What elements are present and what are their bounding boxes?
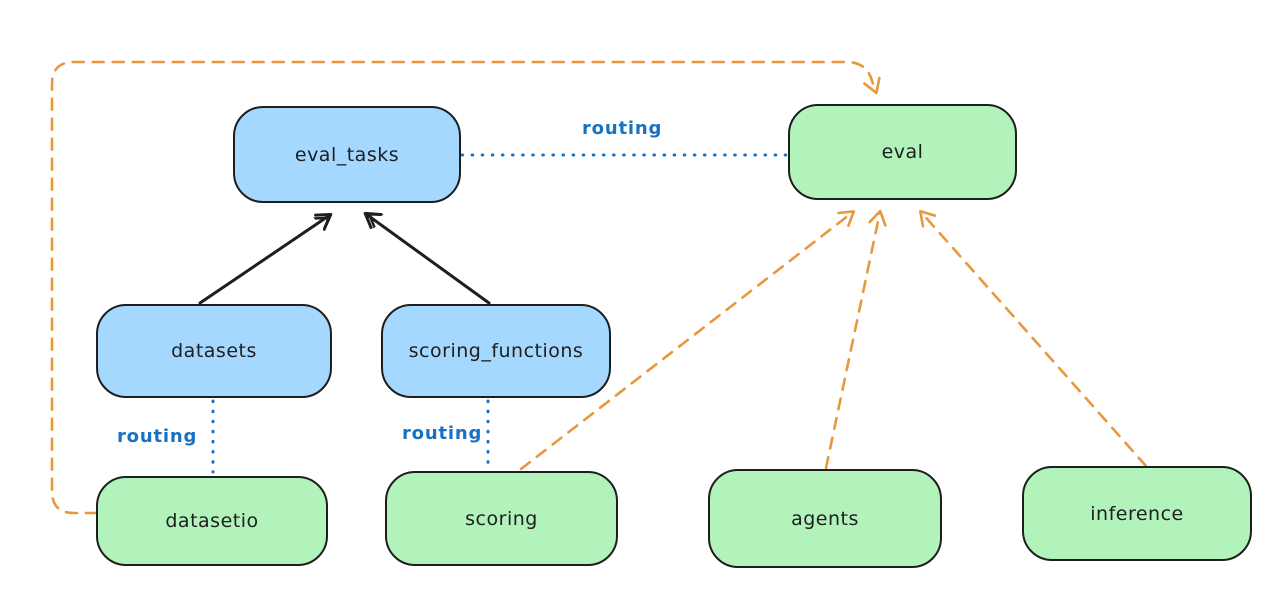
node-datasets-label: datasets — [171, 340, 257, 362]
node-scoring: scoring — [385, 471, 618, 566]
edge-label-routing-scoring-functions-scoring: routing — [402, 423, 483, 444]
node-eval-tasks-label: eval_tasks — [294, 143, 400, 166]
edge-agents-to-eval — [824, 209, 887, 470]
edge-label-routing-datasets-datasetio: routing — [117, 426, 198, 447]
node-eval-label: eval — [881, 141, 924, 163]
edge-datasetio-to-eval — [50, 60, 881, 515]
node-agents-label: agents — [791, 507, 859, 530]
edge-datasets-to-eval-tasks — [198, 215, 330, 305]
node-agents: agents — [708, 469, 942, 568]
node-scoring-functions-label: scoring_functions — [408, 340, 584, 362]
node-eval-tasks: eval_tasks — [233, 106, 461, 203]
edge-inference-to-eval — [919, 209, 1148, 468]
edge-label-routing-eval-tasks-eval: routing — [582, 118, 663, 139]
node-datasetio-label: datasetio — [165, 510, 259, 532]
node-scoring-functions: scoring_functions — [381, 304, 611, 398]
node-inference-label: inference — [1090, 502, 1184, 525]
node-scoring-label: scoring — [465, 507, 538, 530]
node-datasets: datasets — [96, 304, 332, 398]
edge-scoring-to-eval — [519, 210, 856, 471]
node-inference: inference — [1022, 466, 1252, 561]
node-datasetio: datasetio — [96, 476, 328, 566]
edge-scoring-functions-to-eval-tasks — [366, 214, 491, 305]
node-eval: eval — [788, 104, 1017, 200]
